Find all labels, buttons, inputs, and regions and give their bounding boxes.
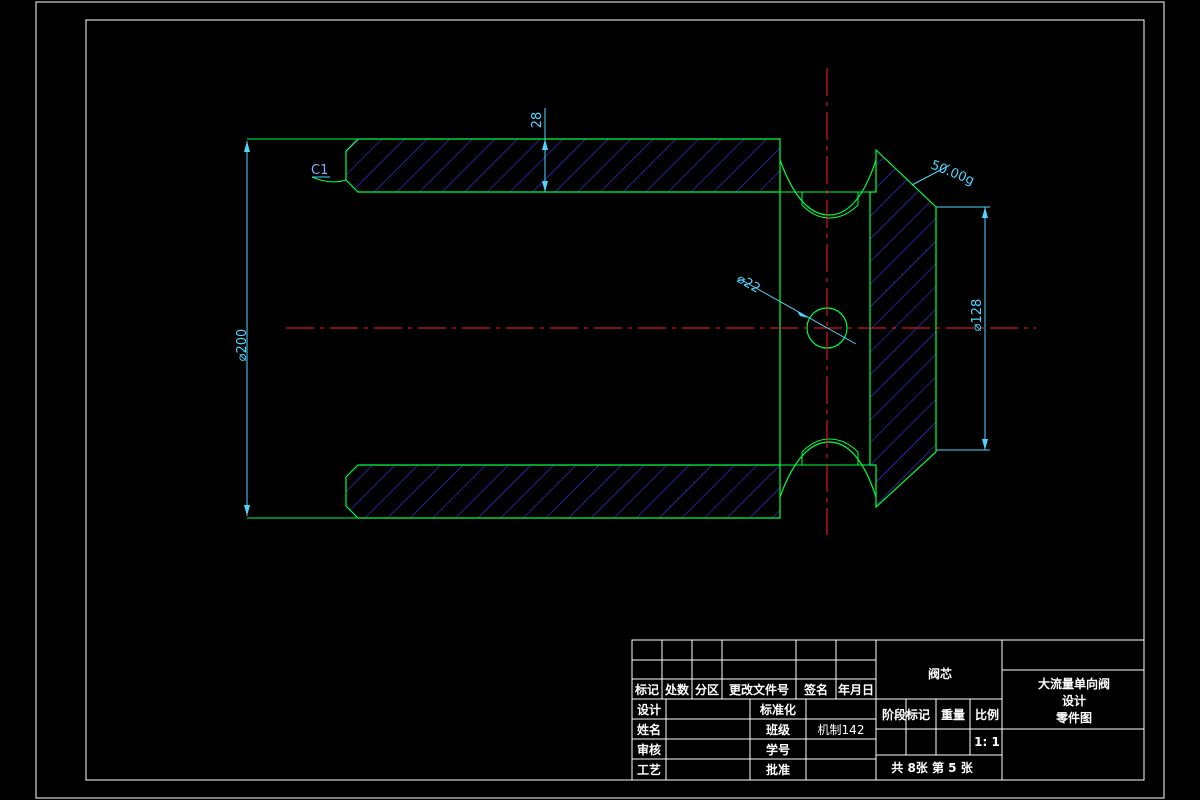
tb-craft-label: 工艺 xyxy=(637,762,661,777)
dimensions: ⌀200 28 C1 50.00g ⌀22 ⌀128 xyxy=(235,108,990,516)
tb-scale-value: 1: 1 xyxy=(974,735,1000,749)
tb-header-5: 年月日 xyxy=(838,682,874,697)
tb-class-value: 机制142 xyxy=(818,723,865,737)
bottom-wall-section xyxy=(345,464,781,519)
tb-project-line1: 大流量单向阀 xyxy=(1038,676,1110,691)
tb-part-name: 阀芯 xyxy=(928,666,952,681)
tb-header-3: 更改文件号 xyxy=(729,682,789,697)
dim-28: 28 xyxy=(530,112,545,129)
dim-d200: ⌀200 xyxy=(235,329,250,362)
bottom-groove-inner xyxy=(801,438,859,465)
tb-approve-label: 批准 xyxy=(766,762,790,777)
title-block-text: 标记 处数 分区 更改文件号 签名 年月日 设计 标准化 姓名 班级 机制142… xyxy=(634,666,1110,777)
tb-project-line3: 零件图 xyxy=(1055,710,1092,725)
inner-frame xyxy=(85,19,1145,781)
tb-id-label: 学号 xyxy=(766,742,790,757)
tb-header-4: 签名 xyxy=(803,682,828,697)
tb-review-label: 审核 xyxy=(637,742,661,757)
tb-header-1: 处数 xyxy=(664,682,690,697)
centerlines xyxy=(286,68,1036,535)
dim-angle: 50.00g xyxy=(929,158,977,189)
part-section-view xyxy=(247,138,937,519)
chamfer-curve xyxy=(311,176,347,183)
tb-name-label: 姓名 xyxy=(637,722,661,737)
dim-c1: C1 xyxy=(311,163,328,178)
outer-frame xyxy=(35,1,1165,799)
tb-weight-header: 重量 xyxy=(941,707,965,722)
tb-header-0: 标记 xyxy=(634,682,659,697)
tb-project-line2: 设计 xyxy=(1062,693,1086,708)
bottom-groove xyxy=(779,441,877,498)
tb-class-label: 班级 xyxy=(766,722,790,737)
top-wall-section xyxy=(345,138,781,193)
tb-stage-header: 阶段标记 xyxy=(882,707,930,722)
top-groove-inner xyxy=(801,192,859,219)
dim-d22: ⌀22 xyxy=(734,271,763,296)
tb-scale-header: 比例 xyxy=(975,707,999,722)
dim-d128: ⌀128 xyxy=(970,299,985,332)
tb-sheets: 共 8张 第 5 张 xyxy=(891,760,973,775)
tb-design-label: 设计 xyxy=(637,702,661,717)
tb-header-2: 分区 xyxy=(695,682,719,697)
title-block xyxy=(631,639,1145,781)
tb-std-label: 标准化 xyxy=(759,702,796,717)
top-groove xyxy=(779,159,877,216)
